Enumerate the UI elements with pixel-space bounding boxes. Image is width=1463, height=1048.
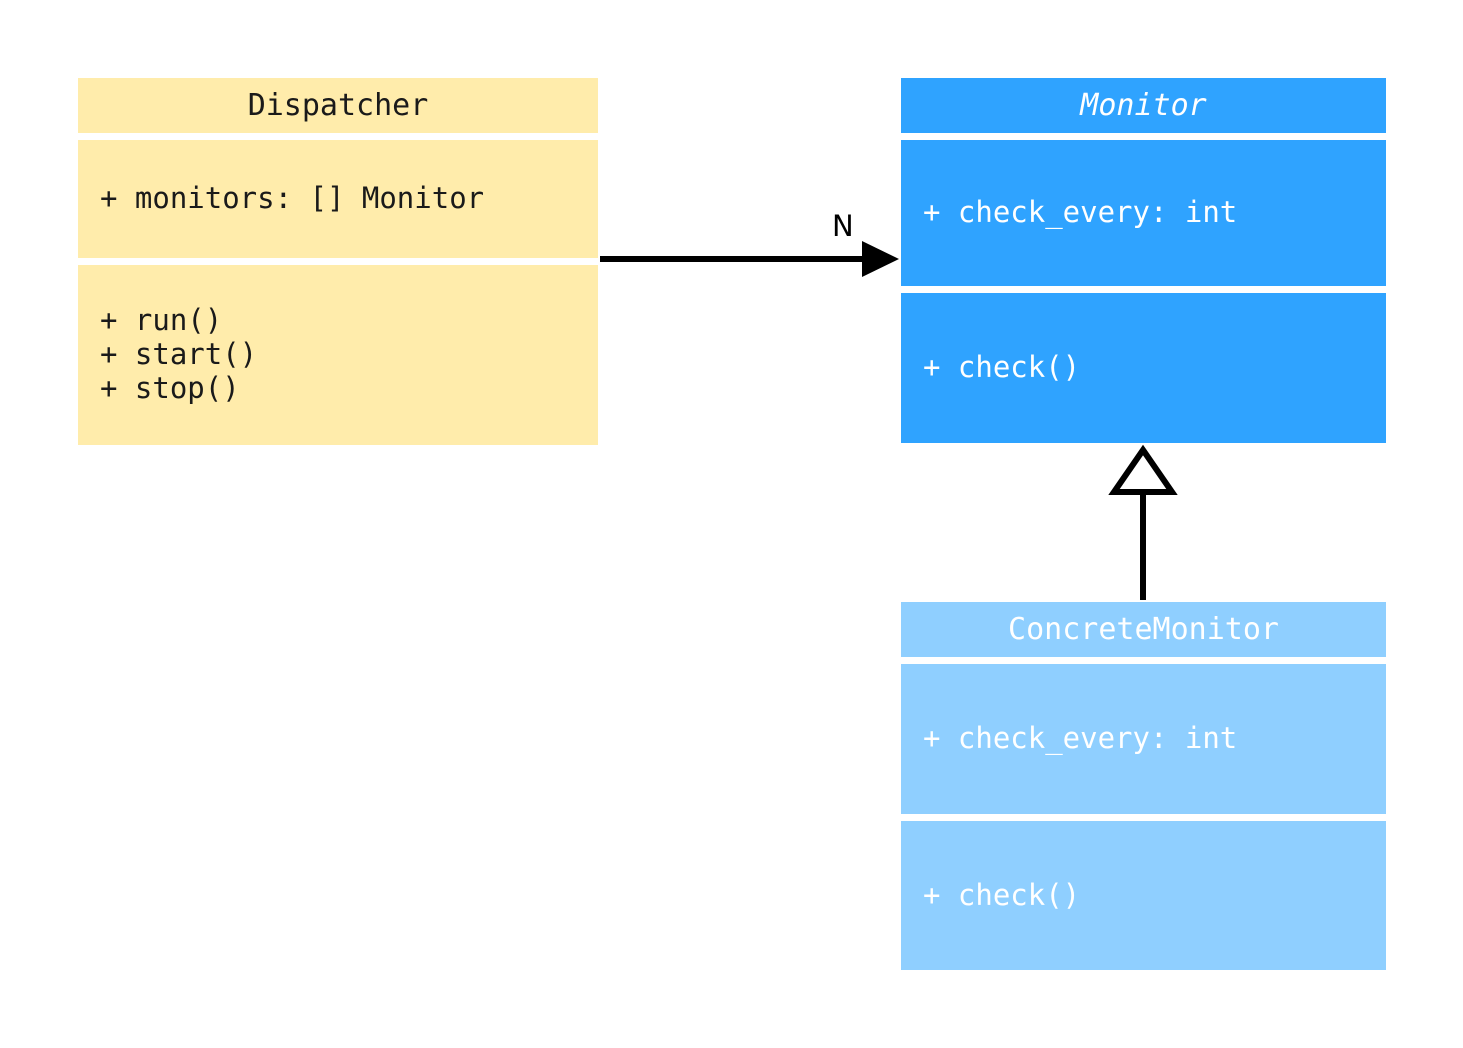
uml-attribute: + check_every: int xyxy=(923,721,1238,756)
generalization-concretemonitor-to-monitor xyxy=(1108,444,1178,600)
uml-divider xyxy=(78,258,598,265)
uml-class-monitor-title: Monitor xyxy=(901,78,1386,133)
uml-class-dispatcher-attributes: + monitors: [] Monitor xyxy=(78,140,598,258)
association-dispatcher-to-monitor xyxy=(600,241,899,277)
uml-method: + check() xyxy=(923,877,1081,912)
uml-divider xyxy=(901,133,1386,140)
uml-divider xyxy=(901,286,1386,293)
uml-divider xyxy=(901,814,1386,821)
uml-class-monitor-methods: + check() xyxy=(901,293,1386,443)
uml-class-concretemonitor-title: ConcreteMonitor xyxy=(901,602,1386,657)
uml-method: + check() xyxy=(923,350,1081,385)
hollow-triangle-arrowhead-icon xyxy=(1108,444,1178,495)
uml-class-dispatcher[interactable]: Dispatcher + monitors: [] Monitor + run(… xyxy=(78,78,598,445)
uml-attribute: + check_every: int xyxy=(923,195,1238,230)
uml-class-concretemonitor[interactable]: ConcreteMonitor + check_every: int + che… xyxy=(901,602,1386,970)
uml-method: + start() xyxy=(100,337,258,372)
uml-class-concretemonitor-methods: + check() xyxy=(901,821,1386,970)
uml-divider xyxy=(78,133,598,140)
uml-method: + stop() xyxy=(100,370,240,405)
uml-class-monitor[interactable]: Monitor + check_every: int + check() xyxy=(901,78,1386,443)
filled-arrowhead-icon xyxy=(862,241,899,277)
uml-class-monitor-attributes: + check_every: int xyxy=(901,140,1386,286)
uml-attribute: + monitors: [] Monitor xyxy=(100,181,485,216)
uml-class-concretemonitor-attributes: + check_every: int xyxy=(901,664,1386,814)
uml-class-dispatcher-title: Dispatcher xyxy=(78,78,598,133)
association-multiplicity-label: N xyxy=(832,209,854,243)
uml-method: + run() xyxy=(100,303,223,338)
uml-divider xyxy=(901,657,1386,664)
uml-class-dispatcher-methods: + run() + start() + stop() xyxy=(78,265,598,445)
